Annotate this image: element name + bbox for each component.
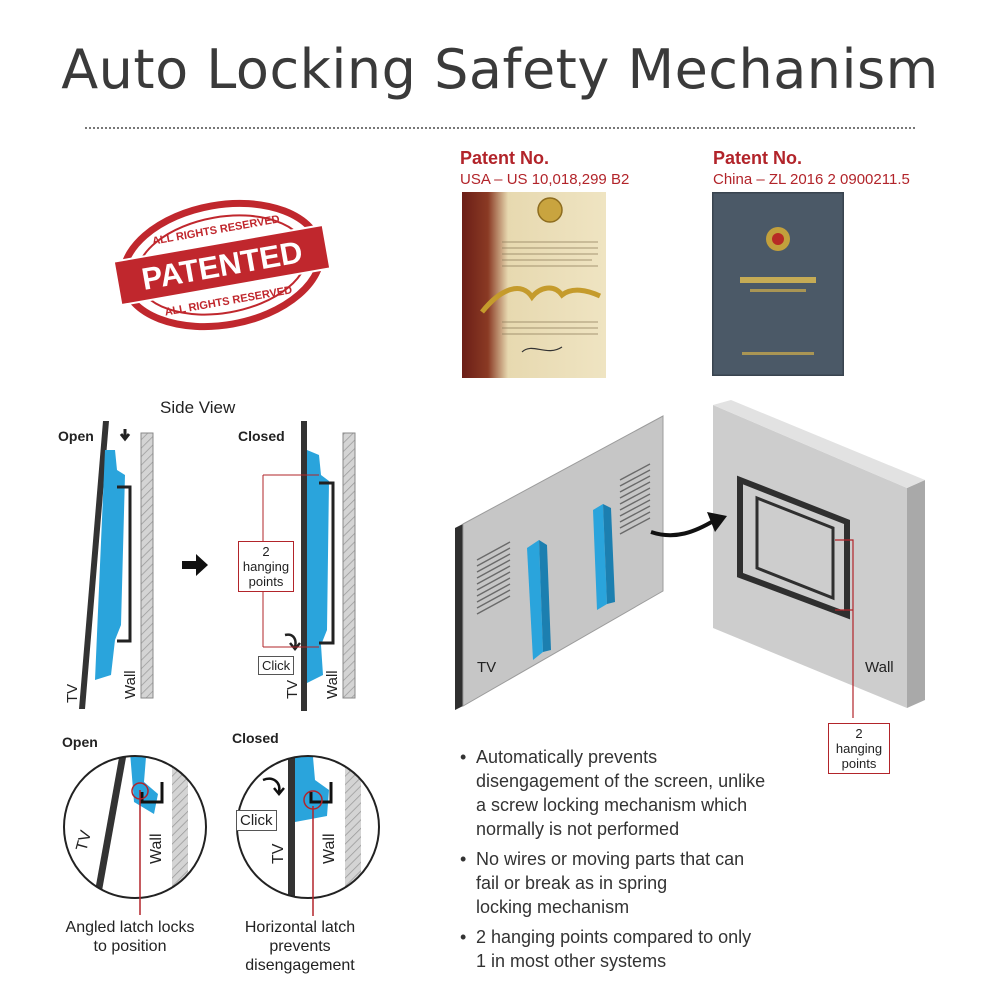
- side-view-title: Side View: [160, 398, 236, 417]
- detail-click-label: Click: [236, 810, 277, 831]
- china-patent-certificate-image: [712, 192, 844, 376]
- title-divider: [85, 127, 915, 129]
- side-closed-wall-label: Wall: [324, 670, 341, 699]
- closed-caption: Horizontal latch prevents disengagement: [244, 919, 356, 974]
- side-view-open-diagram: TV Wall: [64, 421, 154, 709]
- isometric-tv-wall-diagram: TV Wall: [455, 400, 925, 718]
- side-closed-label: Closed: [238, 428, 285, 444]
- right-arrow-icon: [182, 554, 208, 576]
- patent-china-number: China – ZL 2016 2 0900211.5: [713, 171, 910, 188]
- detail-open-label: Open: [62, 734, 98, 750]
- detail-open-tv-label: TV: [73, 829, 95, 853]
- iso-hanging-points-label: 2 hanging points: [828, 723, 890, 774]
- side-hanging-points-label: 2 hanging points: [238, 541, 294, 592]
- open-caption-leader-line: [139, 790, 141, 915]
- page-title: Auto Locking Safety Mechanism: [61, 38, 939, 101]
- side-open-wall-label: Wall: [122, 670, 139, 699]
- patent-usa-number: USA – US 10,018,299 B2: [460, 171, 630, 188]
- side-open-tv-label: TV: [64, 684, 81, 703]
- patent-china-label: Patent No.: [713, 148, 803, 168]
- detail-open-wall-label: Wall: [148, 833, 165, 864]
- detail-closed-wall-label: Wall: [321, 833, 338, 864]
- side-view-closed-diagram: TV Wall: [262, 421, 356, 711]
- open-caption: Angled latch locks to position: [65, 919, 195, 955]
- side-closed-tv-label: TV: [284, 680, 301, 699]
- usa-patent-certificate-image: [462, 192, 606, 378]
- detail-closed-tv-label: TV: [270, 843, 287, 864]
- side-click-label: Click: [258, 656, 295, 675]
- detail-closed-label: Closed: [232, 730, 279, 746]
- patent-usa-label: Patent No.: [460, 148, 550, 168]
- iso-wall-label: Wall: [865, 659, 894, 676]
- closed-caption-leader-line: [312, 806, 314, 916]
- iso-tv-label: TV: [477, 659, 496, 676]
- detail-closed-diagram: TV Wall: [236, 755, 380, 899]
- detail-open-diagram: TV Wall: [63, 755, 207, 899]
- side-open-label: Open: [58, 428, 94, 444]
- patented-stamp: PATENTED ALL RIGHTS RESERVED ALL RIGHTS …: [112, 199, 332, 331]
